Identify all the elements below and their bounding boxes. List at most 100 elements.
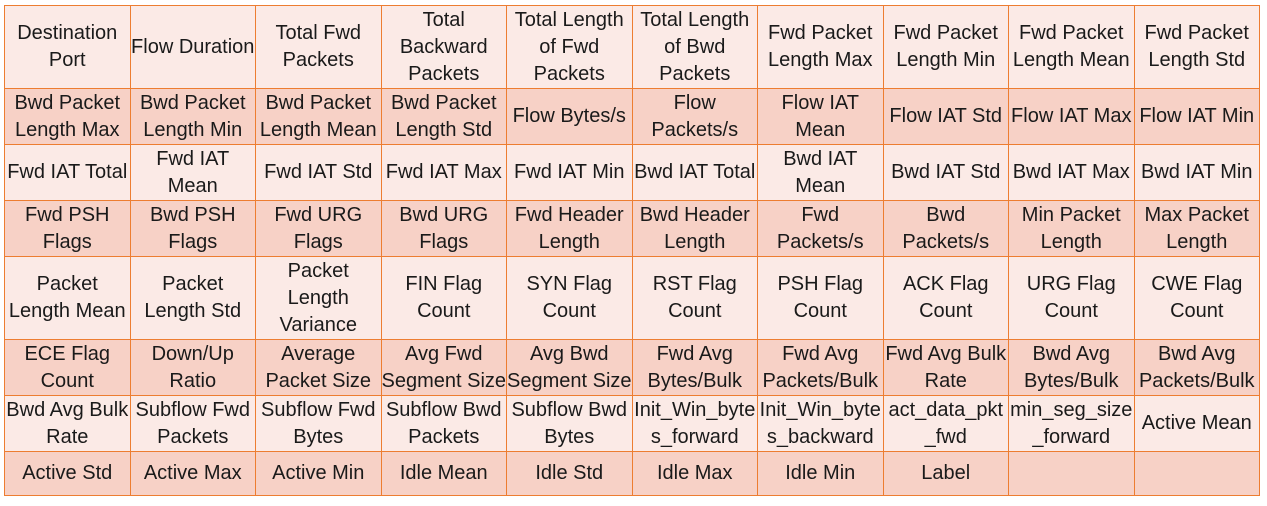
cell-text: Bwd IAT Total	[634, 161, 756, 183]
cell-text: Avg Bwd Segment Size	[507, 342, 632, 392]
cell-text: Fwd IAT Min	[514, 161, 625, 183]
cell-text: Init_Win_bytes_backward	[759, 398, 881, 448]
cell-text: Flow Duration	[131, 35, 255, 58]
cell-text: Fwd IAT Max	[385, 161, 502, 183]
cell-text: Flow IAT Min	[1139, 105, 1255, 127]
cell-text: Fwd Avg Packets/Bulk	[762, 342, 879, 392]
table-cell: Total Fwd Packets	[255, 5, 382, 89]
table-cell: Idle Max	[631, 451, 758, 496]
cell-text: Fwd Packet Length Mean	[1012, 22, 1130, 71]
table-cell: PSH Flag Count	[757, 256, 884, 340]
cell-text: Idle Min	[785, 462, 856, 484]
cell-text: Bwd IAT Std	[891, 161, 1001, 183]
table-cell: Fwd Packets/s	[757, 200, 884, 257]
cell-text: Flow IAT Std	[889, 105, 1003, 127]
table-cell: Fwd URG Flags	[255, 200, 382, 257]
cell-text: Subflow Bwd Bytes	[511, 398, 628, 448]
cell-text: RST Flag Count	[652, 273, 737, 322]
table-row: Active Std Active Max Active Min Idle Mean I…	[4, 451, 1260, 496]
table-cell: FIN Flag Count	[380, 256, 507, 340]
table-cell: min_seg_size_forward	[1008, 395, 1135, 452]
table-cell: Fwd IAT Min	[506, 144, 633, 201]
table-cell: Active Std	[4, 451, 131, 496]
table-cell: Flow IAT Max	[1008, 88, 1135, 145]
cell-text: Idle Mean	[399, 462, 488, 484]
cell-text: Packet Length Variance	[279, 259, 357, 336]
table-cell: Idle Std	[506, 451, 633, 496]
table-cell: Avg Fwd Segment Size	[380, 339, 507, 396]
cell-text: Flow Packets/s	[651, 91, 739, 141]
table-cell: Packet Length Std	[129, 256, 256, 340]
table-cell: Fwd Avg Bytes/Bulk	[631, 339, 758, 396]
cell-text: PSH Flag Count	[777, 273, 864, 322]
table-cell: SYN Flag Count	[506, 256, 633, 340]
table-cell: Min Packet Length	[1008, 200, 1135, 257]
cell-text: Max Packet Length	[1144, 203, 1249, 253]
table-cell: Fwd Packet Length Std	[1133, 5, 1260, 89]
cell-text: Bwd IAT Max	[1012, 161, 1130, 183]
table-cell: Flow IAT Min	[1133, 88, 1260, 145]
table-cell: Fwd PSH Flags	[4, 200, 131, 257]
table-cell: Active Min	[255, 451, 382, 496]
table-cell: Flow Bytes/s	[506, 88, 633, 145]
table-cell: Bwd Packets/s	[882, 200, 1009, 257]
table-cell: Bwd Packet Length Min	[129, 88, 256, 145]
table-cell: Fwd IAT Max	[380, 144, 507, 201]
table-cell: Label	[882, 451, 1009, 496]
table-cell: Destination Port	[4, 5, 131, 89]
cell-text: SYN Flag Count	[526, 273, 613, 322]
cell-text: Total Length of Bwd Packets	[640, 8, 750, 85]
cell-text: ECE Flag Count	[24, 342, 111, 392]
table-cell: Subflow Bwd Packets	[380, 395, 507, 452]
table-cell: Fwd IAT Std	[255, 144, 382, 201]
cell-text: Avg Fwd Segment Size	[381, 342, 507, 392]
table-cell: Avg Bwd Segment Size	[506, 339, 633, 396]
cell-text: Bwd IAT Min	[1140, 161, 1253, 183]
cell-text: Total Backward Packets	[399, 8, 488, 85]
table-cell: Fwd IAT Total	[4, 144, 131, 201]
table-cell: Active Max	[129, 451, 256, 496]
cell-text: Bwd PSH Flags	[149, 203, 236, 253]
cell-text: Packet Length Mean	[8, 273, 126, 322]
cell-text: Fwd Avg Bytes/Bulk	[647, 342, 742, 392]
table-cell: Packet Length Mean	[4, 256, 131, 340]
cell-text: Flow Bytes/s	[512, 105, 626, 127]
table-cell: ACK Flag Count	[882, 256, 1009, 340]
cell-text: Init_Win_bytes_forward	[634, 398, 756, 448]
cell-text: Bwd Avg Packets/Bulk	[1138, 342, 1255, 392]
cell-text: Active Mean	[1141, 412, 1252, 434]
cell-text: Subflow Fwd Packets	[135, 398, 251, 448]
table-cell: Idle Min	[757, 451, 884, 496]
cell-text: Destination Port	[17, 22, 118, 71]
table-cell: Total Backward Packets	[380, 5, 507, 89]
cell-text: Down/Up Ratio	[151, 342, 234, 392]
cell-text: Flow IAT Max	[1011, 105, 1132, 127]
table-cell: Fwd Packet Length Max	[757, 5, 884, 89]
table-cell: Fwd IAT Mean	[129, 144, 256, 201]
table-cell: Subflow Fwd Bytes	[255, 395, 382, 452]
table-cell: ECE Flag Count	[4, 339, 131, 396]
cell-text: Min Packet Length	[1021, 203, 1121, 253]
table-cell: Bwd IAT Min	[1133, 144, 1260, 201]
cell-text: Fwd Packets/s	[776, 203, 864, 253]
table-cell: Bwd Packet Length Mean	[255, 88, 382, 145]
cell-text: Fwd IAT Std	[264, 161, 373, 183]
cell-text: ACK Flag Count	[902, 273, 989, 322]
table-row: Fwd PSH Flags Bwd PSH Flags Fwd URG Flags B…	[4, 200, 1260, 257]
table-cell: Fwd Avg Packets/Bulk	[757, 339, 884, 396]
table-cell: Bwd Avg Packets/Bulk	[1133, 339, 1260, 396]
table-cell: Flow IAT Mean	[757, 88, 884, 145]
cell-text: Fwd Packet Length Min	[893, 22, 998, 71]
cell-text: Active Max	[143, 462, 242, 484]
cell-text: Bwd Header Length	[639, 203, 750, 253]
cell-text: Active Std	[22, 462, 113, 484]
cell-text: Active Min	[272, 462, 365, 484]
table-cell: Bwd Avg Bytes/Bulk	[1008, 339, 1135, 396]
table-cell: Subflow Fwd Packets	[129, 395, 256, 452]
cell-text: Bwd Packet Length Mean	[259, 91, 377, 141]
